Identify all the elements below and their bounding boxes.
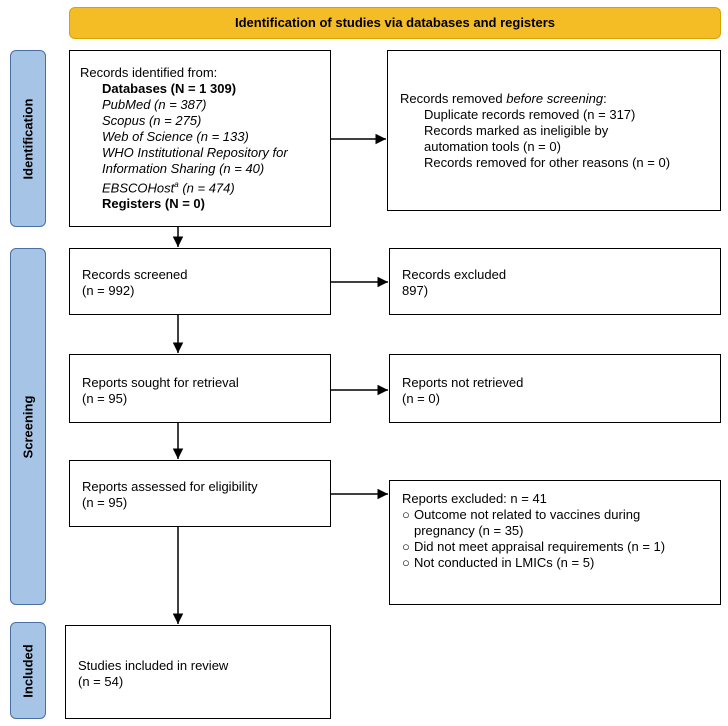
records-screened-box: Records screened (n = 992) [69,248,331,315]
identification-header: Identification of studies via databases … [69,7,721,39]
reports-sought-box: Reports sought for retrieval (n = 95) [69,354,331,423]
not-retrieved-count: (n = 0) [402,391,440,406]
ebsco-footnote: a [174,180,179,189]
excluded-label: Records excluded [402,267,507,282]
ebsco-name: EBSCOHost [102,180,175,196]
reports-not-retrieved-box: Reports not retrieved (n = 0) [389,354,721,423]
removed-title-post: : [603,91,607,106]
exclusion-reason-3: ○ Not conducted in LMICs (n = 5) [402,555,708,571]
reports-assessed-box: Reports assessed for eligibility (n = 95… [69,460,331,527]
screened-count: (n = 992) [82,283,135,298]
identified-intro: Records identified from: [80,65,218,80]
bullet-circle-icon: ○ [402,507,410,522]
reports-excluded-box: Reports excluded: n = 41 ○ Outcome not r… [389,480,721,605]
who-line-2: Information Sharing (n = 40) [102,161,265,176]
studies-included-box: Studies included in review (n = 54) [65,625,331,719]
ebsco-count: EBSCOHosta (n = 474) [80,177,320,196]
phase-included: Included [10,622,46,719]
bullet-circle-icon: ○ [402,539,410,554]
removed-title: Records removed before screening: [400,91,708,107]
included-count: (n = 54) [78,674,124,689]
databases-count: Databases (N = 1 309) [102,81,237,96]
reason-3: Not conducted in LMICs (n = 5) [414,555,595,570]
removed-title-em: before screening [506,91,604,106]
records-excluded-box: Records excluded 897) [389,248,721,315]
excluded-count: 897) [402,283,429,298]
registers-count: Registers (N = 0) [102,196,205,212]
sought-label: Reports sought for retrieval [82,375,239,390]
not-retrieved-label: Reports not retrieved [402,375,524,390]
phase-screening: Screening [10,248,46,605]
reason-1-line-2: pregnancy (n = 35) [414,523,524,538]
pubmed-count: PubMed (n = 387) [102,97,207,112]
exclusion-reason-1: ○ Outcome not related to vaccines during… [402,507,708,539]
bullet-circle-icon: ○ [402,555,410,570]
duplicates-removed: Duplicate records removed (n = 317) [424,107,636,122]
other-removed: Records removed for other reasons (n = 0… [424,155,671,170]
wos-count: Web of Science (n = 133) [102,129,249,144]
assessed-count: (n = 95) [82,495,128,510]
sought-count: (n = 95) [82,391,128,406]
records-identified-box: Records identified from: Databases (N = … [69,50,331,227]
who-line-1: WHO Institutional Repository for [102,145,288,160]
screened-label: Records screened [82,267,188,282]
ineligible-line-1: Records marked as ineligible by [424,123,609,138]
exclusion-reason-2: ○ Did not meet appraisal requirements (n… [402,539,708,555]
assessed-label: Reports assessed for eligibility [82,479,258,494]
ebsco-number: (n = 474) [178,180,235,196]
removed-title-pre: Records removed [400,91,507,106]
reason-1-line-1: Outcome not related to vaccines during [414,507,641,522]
phase-identification: Identification [10,50,46,227]
reason-2: Did not meet appraisal requirements (n =… [414,539,666,554]
ineligible-line-2: automation tools (n = 0) [424,139,561,154]
reports-excluded-title: Reports excluded: n = 41 [402,491,547,506]
included-label: Studies included in review [78,658,229,673]
scopus-count: Scopus (n = 275) [102,113,202,128]
records-removed-box: Records removed before screening: Duplic… [387,50,721,211]
